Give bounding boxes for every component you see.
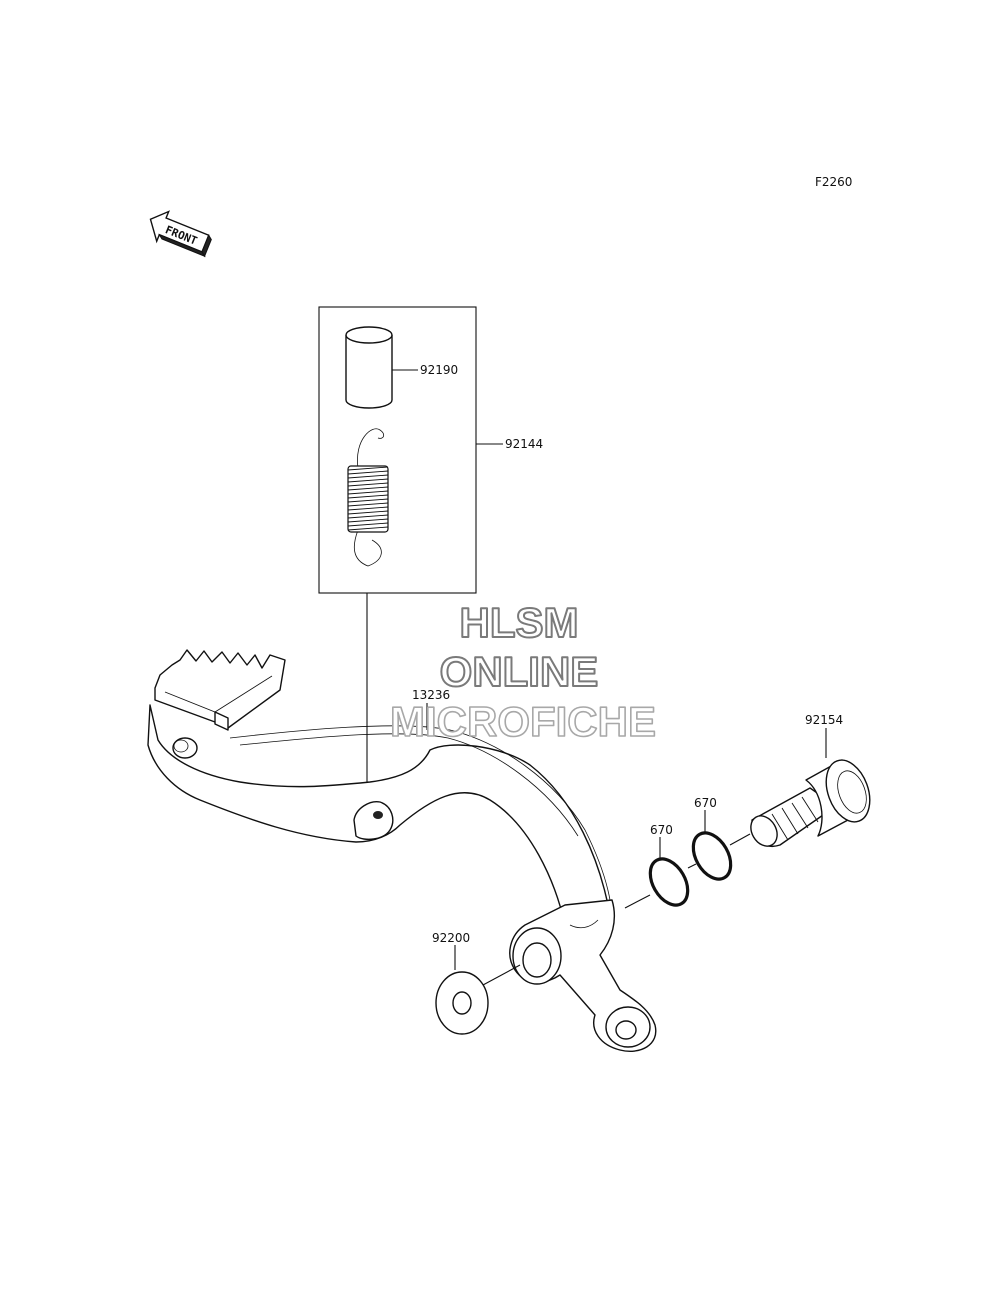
kit-box-92144: 92144 (318, 306, 543, 594)
watermark: HLSM ONLINE MICROFICHE (389, 598, 657, 746)
label-92154: 92154 (805, 713, 843, 727)
label-13236: 13236 (412, 688, 450, 702)
axis-line-3 (729, 833, 751, 846)
pivot-bolt-92154: 92154 (750, 713, 871, 847)
label-670-right: 670 (694, 796, 717, 810)
washer-92200: 92200 (432, 931, 521, 1035)
watermark-line-2: ONLINE (440, 648, 599, 695)
collar-92190: 92190 (345, 326, 458, 409)
label-92144: 92144 (505, 437, 543, 451)
o-ring-670-left: 670 (648, 823, 690, 907)
label-92200: 92200 (432, 931, 470, 945)
axis-line-1 (624, 894, 651, 909)
front-arrow-icon: FRONT (149, 210, 212, 258)
brake-pedal-13236: 13236 (147, 649, 657, 1052)
watermark-line-3: MICROFICHE (390, 698, 656, 745)
watermark-line-1: HLSM (460, 599, 579, 646)
label-92190: 92190 (420, 363, 458, 377)
spring-part (347, 428, 389, 567)
axis-line-2 (687, 863, 697, 869)
o-ring-670-right: 670 (691, 796, 733, 881)
label-670-left: 670 (650, 823, 673, 837)
figure-code: F2260 (815, 175, 852, 189)
